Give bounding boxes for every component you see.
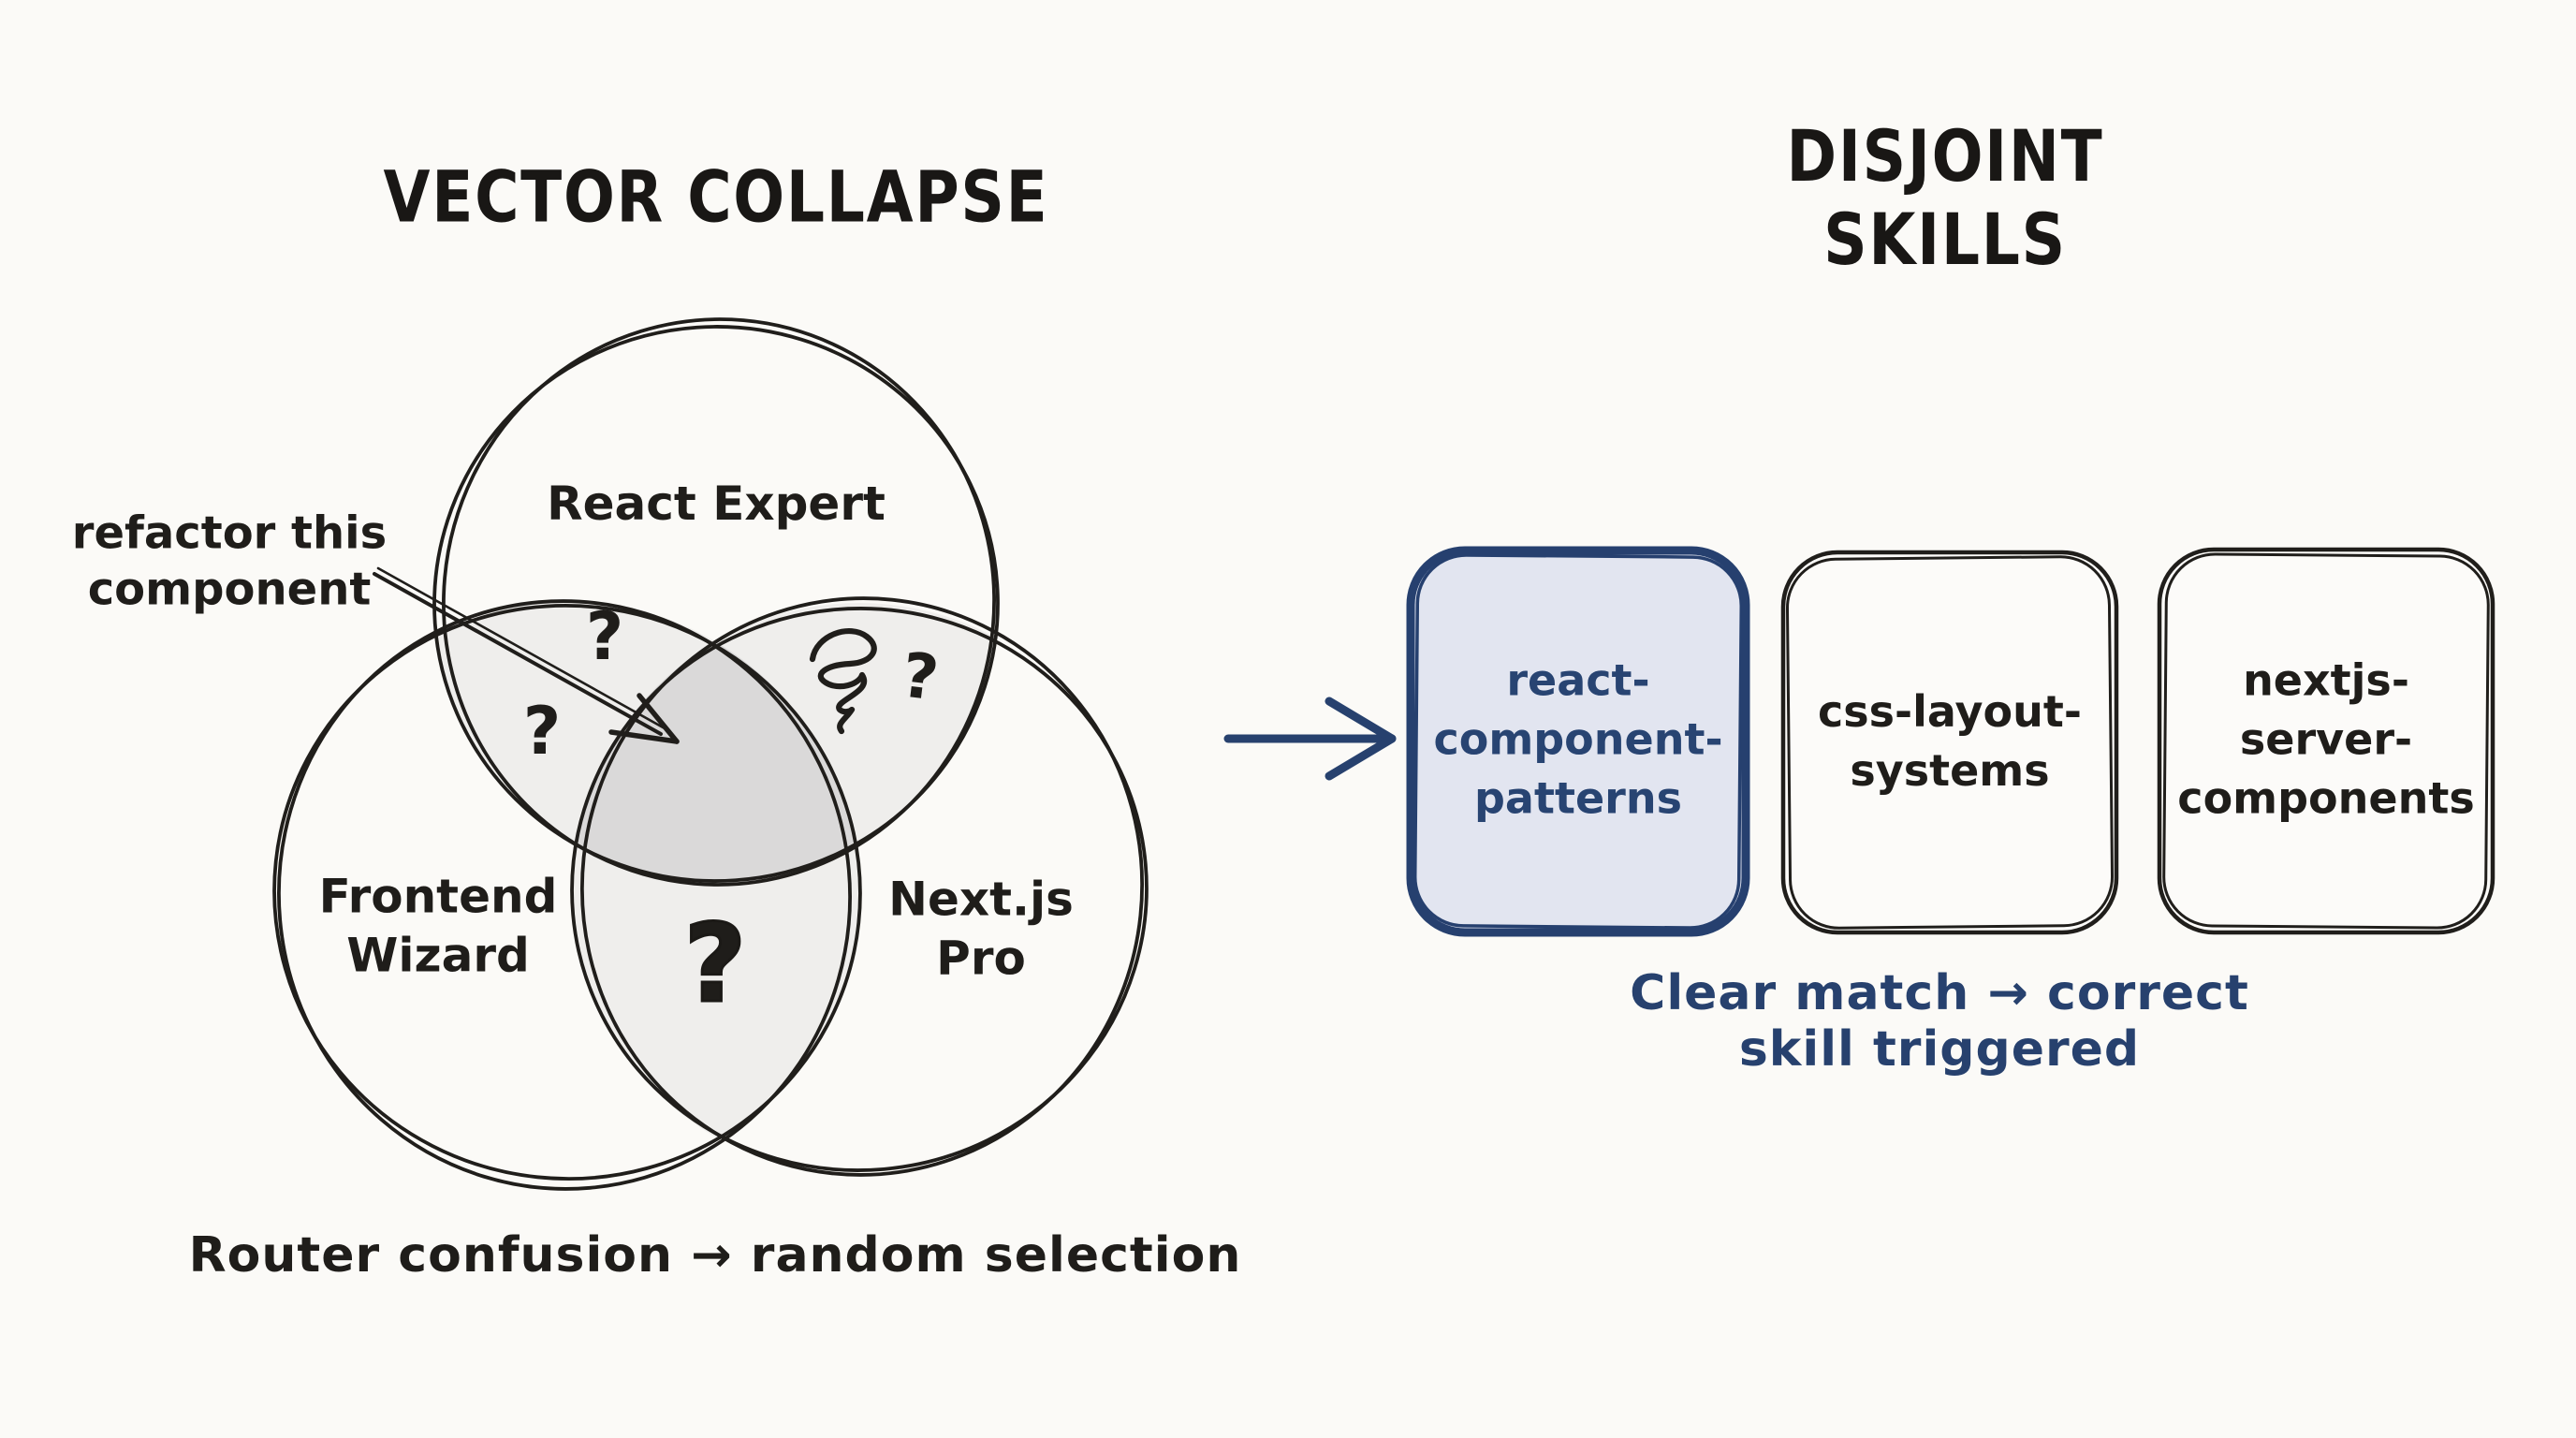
venn-circle-nextjs-pro — [570, 596, 1149, 1177]
annotation-refactor-this-component: refactor this component — [71, 506, 388, 616]
skill-card-label-css-layout-systems: css-layout- systems — [1818, 685, 2082, 796]
flow-arrow — [1223, 697, 1397, 781]
annotation-arrow — [373, 566, 680, 744]
skill-card-react-component-patterns — [1406, 546, 1750, 937]
skill-card-label-nextjs-server-components: nextjs- server- components — [2177, 654, 2475, 824]
venn-circle-react-expert — [432, 317, 1000, 887]
venn-label-frontend-wizard: Frontend Wizard — [318, 869, 558, 983]
question-mark-react-frontend-upper: ? — [585, 598, 624, 675]
confusion-scribble — [809, 628, 877, 735]
question-mark-frontend-nextjs: ? — [682, 901, 748, 1029]
right-panel-title: DISJOINT SKILLS — [1786, 114, 2104, 281]
left-panel-title: VECTOR COLLAPSE — [383, 154, 1049, 239]
venn-label-react-expert: React Expert — [547, 476, 886, 531]
venn-label-nextjs-pro: Next.js Pro — [888, 872, 1074, 986]
venn-overlap-shading — [435, 601, 997, 1176]
left-caption: Router confusion → random selection — [188, 1227, 1242, 1284]
venn-circle-frontend-wizard — [272, 599, 862, 1191]
question-mark-react-frontend-lower: ? — [522, 693, 562, 770]
skill-card-nextjs-server-components — [2157, 547, 2496, 935]
skill-card-css-layout-systems — [1780, 550, 2119, 935]
skill-card-label-react-component-patterns: react- component- patterns — [1433, 654, 1723, 824]
right-caption: Clear match → correct skill triggered — [1630, 965, 2249, 1078]
